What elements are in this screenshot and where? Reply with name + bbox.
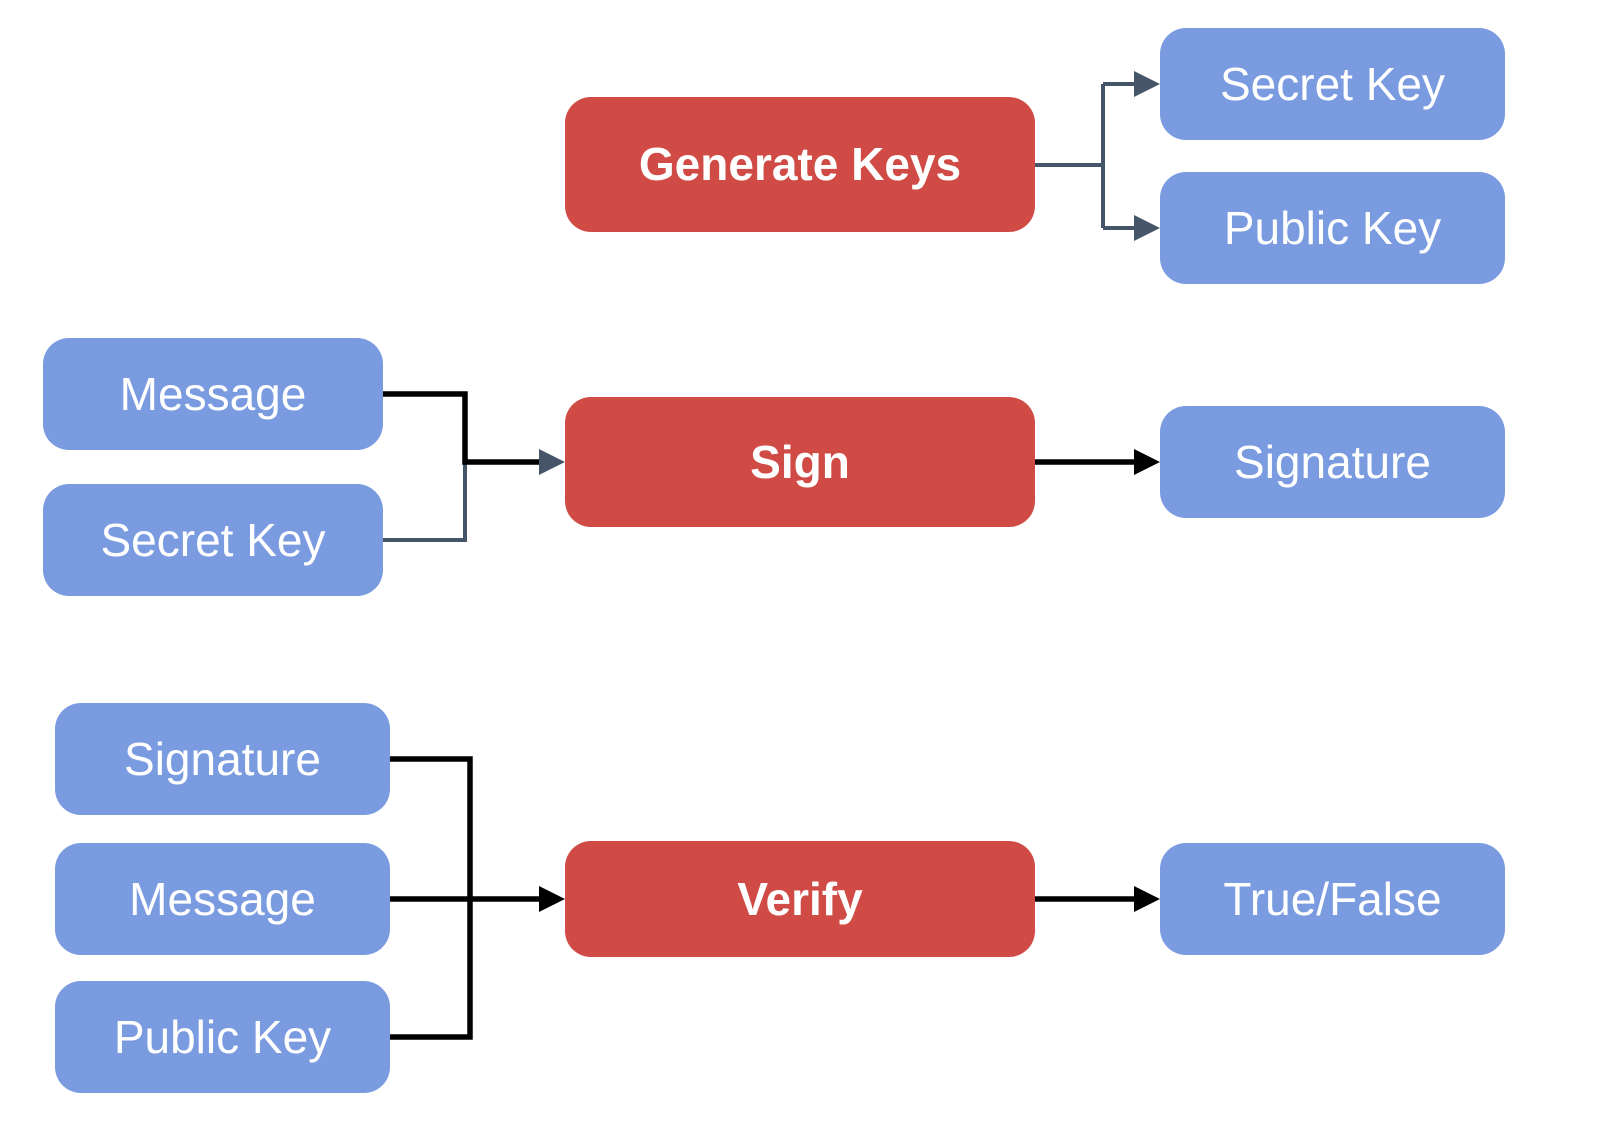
verify-input-connectors	[390, 756, 541, 1040]
arrowhead-to-signature	[1134, 449, 1160, 475]
verify-label: Verify	[737, 872, 863, 925]
secret-key-input-label-sign: Secret Key	[100, 513, 326, 566]
signature-input-box-verify: Signature	[55, 703, 390, 815]
arrowhead-to-truefalse	[1134, 886, 1160, 912]
signature-input-label-verify: Signature	[124, 732, 321, 785]
message-input-label-sign: Message	[119, 367, 307, 420]
true-false-output-box: True/False	[1160, 843, 1505, 955]
signature-output-box: Signature	[1160, 406, 1505, 518]
public-key-output-label: Public Key	[1223, 201, 1442, 254]
sign-box: Sign	[565, 397, 1035, 527]
verify-box: Verify	[565, 841, 1035, 957]
sign-label: Sign	[750, 435, 850, 488]
signature-output-label: Signature	[1234, 435, 1431, 488]
public-key-input-box-verify: Public Key	[55, 981, 390, 1093]
generate-keys-box: Generate Keys	[565, 97, 1035, 232]
message-input-box-sign: Message	[43, 338, 383, 450]
arrowhead-to-secret-key	[1134, 71, 1160, 97]
secret-key-output-box: Secret Key	[1160, 28, 1505, 140]
generate-keys-label: Generate Keys	[638, 138, 962, 191]
arrowhead-to-sign	[539, 449, 565, 475]
message-input-box-verify: Message	[55, 843, 390, 955]
public-key-output-box: Public Key	[1160, 172, 1505, 284]
secret-key-input-box-sign: Secret Key	[43, 484, 383, 596]
message-input-label-verify: Message	[129, 872, 316, 925]
secret-key-to-sign-connector	[383, 462, 467, 542]
secret-key-output-label: Secret Key	[1220, 57, 1445, 110]
true-false-output-label: True/False	[1223, 872, 1442, 925]
public-key-input-label-verify: Public Key	[113, 1010, 332, 1063]
message-to-sign-connector	[383, 391, 542, 465]
generate-keys-output-connector	[1035, 82, 1137, 230]
arrowhead-to-public-key	[1134, 215, 1160, 241]
arrowhead-to-verify	[539, 886, 565, 912]
